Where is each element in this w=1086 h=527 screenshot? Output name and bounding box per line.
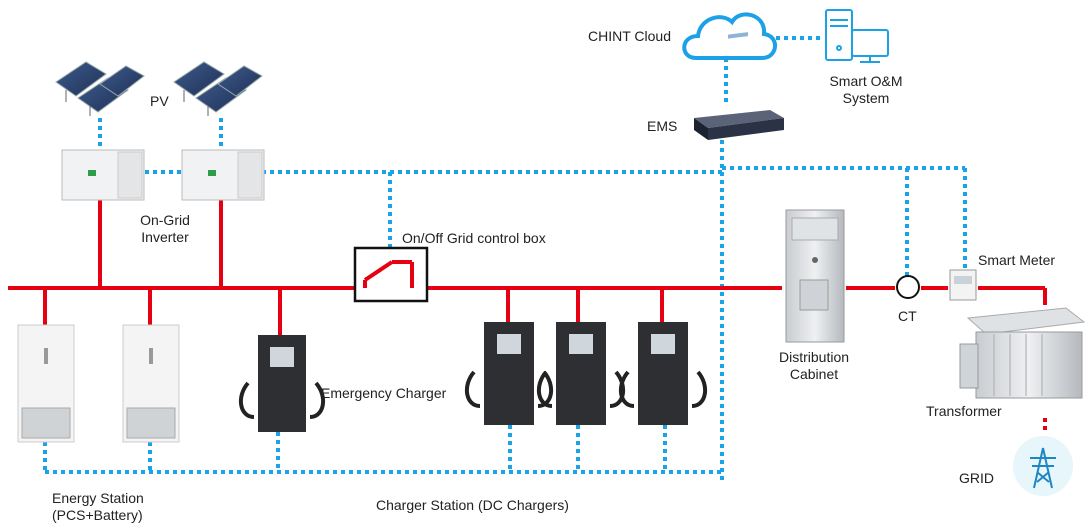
pv-label: PV <box>150 93 169 109</box>
ems-device-icon <box>694 32 784 140</box>
cloud-label: CHINT Cloud <box>588 28 671 44</box>
energy-station-label-line1: Energy Station <box>52 490 144 506</box>
dc-charger-icon <box>238 322 708 432</box>
grid-tower-icon <box>1013 436 1073 496</box>
smart-meter-icon <box>949 269 977 301</box>
control-box-symbol <box>353 246 429 303</box>
inverter-label-line2: Inverter <box>141 229 189 245</box>
inverter-label-line1: On-Grid <box>140 212 190 228</box>
energy-station-label: Energy Station (PCS+Battery) <box>52 490 144 524</box>
inverter-icon <box>61 149 265 201</box>
ct-symbol <box>896 275 920 299</box>
transformer-label: Transformer <box>926 403 1002 419</box>
energy-station-cabinet-icon <box>17 324 180 443</box>
control-box-label: On/Off Grid control box <box>402 230 546 246</box>
inverter-label: On-Grid Inverter <box>125 212 205 246</box>
distribution-cabinet-icon <box>785 209 845 343</box>
ct-label: CT <box>898 308 917 324</box>
grid-label: GRID <box>959 470 994 486</box>
distribution-cabinet-label-line1: Distribution <box>778 349 850 365</box>
distribution-cabinet-label: Distribution Cabinet <box>766 349 862 383</box>
pv-array-icon <box>55 61 263 116</box>
power-lines <box>8 200 1047 335</box>
smart-meter-label: Smart Meter <box>978 252 1056 268</box>
transformer-icon <box>959 307 1086 399</box>
ems-label: EMS <box>647 118 678 134</box>
om-system-label-line2: System <box>842 90 890 106</box>
computer-icon <box>825 9 889 63</box>
om-system-label: Smart O&M System <box>818 73 914 107</box>
communication-lines <box>43 36 1047 480</box>
distribution-cabinet-label-line2: Cabinet <box>789 366 839 382</box>
charger-station-label: Charger Station (DC Chargers) <box>376 497 569 513</box>
energy-station-label-line2: (PCS+Battery) <box>52 507 143 523</box>
om-system-label-line1: Smart O&M <box>829 73 903 89</box>
emergency-charger-label: Emergency Charger <box>321 385 447 401</box>
